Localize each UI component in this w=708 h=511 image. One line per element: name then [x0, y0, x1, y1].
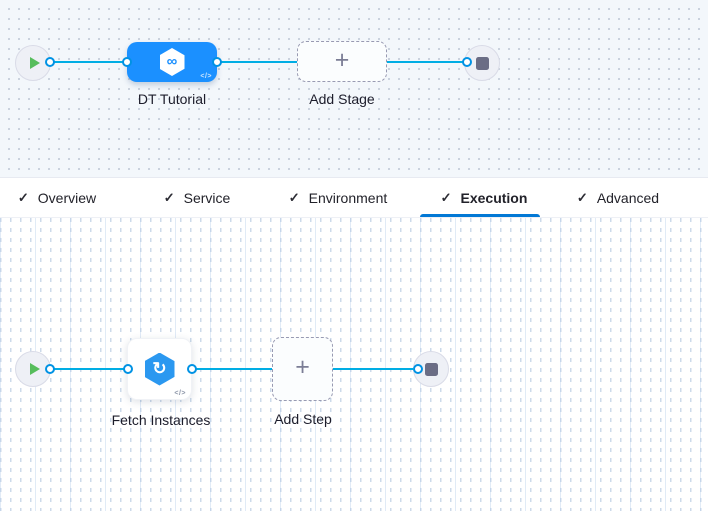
- harness-cd-hexagon-icon: ∞: [159, 48, 185, 76]
- plus-icon: +: [295, 353, 310, 381]
- stage-left-connector-dot[interactable]: [122, 57, 132, 67]
- add-step-button[interactable]: +: [272, 337, 333, 401]
- yaml-code-icon: </>: [174, 390, 186, 397]
- execution-edge-line: [33, 368, 431, 370]
- refresh-arrow-glyph: ↻: [152, 358, 167, 378]
- execution-graph-canvas[interactable]: ↻ </> Fetch Instances + Add Step: [0, 218, 708, 511]
- add-stage-label: Add Stage: [309, 91, 375, 107]
- end-connector-dot[interactable]: [462, 57, 472, 67]
- tab-service[interactable]: ✓ Service: [164, 178, 231, 217]
- step-node-label: Fetch Instances: [111, 412, 211, 428]
- check-icon: ✓: [163, 189, 175, 205]
- fetch-instances-hexagon-icon: ↻: [144, 352, 175, 386]
- start-connector-dot[interactable]: [45, 57, 55, 67]
- tab-overview[interactable]: ✓ Overview: [18, 178, 96, 217]
- stage-node-dt-tutorial[interactable]: ∞ </>: [127, 42, 217, 82]
- check-icon: ✓: [17, 189, 29, 205]
- step-node-fetch-instances[interactable]: ↻ </>: [127, 338, 192, 400]
- stop-icon: [424, 362, 438, 376]
- end-connector-dot[interactable]: [413, 364, 423, 374]
- tab-label: Environment: [308, 189, 388, 206]
- step-left-connector-dot[interactable]: [123, 364, 133, 374]
- plus-icon: +: [334, 45, 350, 74]
- tab-label: Execution: [460, 189, 528, 206]
- check-icon: ✓: [576, 189, 588, 205]
- add-step-label: Add Step: [274, 411, 332, 427]
- play-icon: [29, 57, 40, 69]
- stage-edge-line: [33, 61, 482, 63]
- stage-graph-canvas[interactable]: ∞ </> DT Tutorial + Add Stage: [0, 0, 708, 177]
- add-stage-button[interactable]: +: [297, 41, 387, 82]
- stage-node-label: DT Tutorial: [137, 91, 207, 107]
- tab-environment[interactable]: ✓ Environment: [289, 178, 388, 217]
- stop-icon: [475, 56, 489, 70]
- tab-label: Overview: [37, 189, 97, 206]
- check-icon: ✓: [288, 189, 300, 205]
- tab-execution[interactable]: ✓ Execution: [441, 178, 528, 217]
- stage-config-tabbar: ✓ Overview ✓ Service ✓ Environment ✓ Exe…: [0, 177, 708, 218]
- stage-right-connector-dot[interactable]: [212, 57, 222, 67]
- start-connector-dot[interactable]: [45, 364, 55, 374]
- yaml-code-icon: </>: [200, 73, 212, 80]
- tab-advanced[interactable]: ✓ Advanced: [577, 178, 659, 217]
- tab-label: Service: [183, 189, 231, 206]
- play-icon: [29, 363, 40, 375]
- infinity-glyph: ∞: [166, 53, 178, 70]
- step-right-connector-dot[interactable]: [187, 364, 197, 374]
- check-icon: ✓: [440, 189, 452, 205]
- tab-label: Advanced: [596, 189, 660, 206]
- active-tab-underline: [420, 214, 540, 217]
